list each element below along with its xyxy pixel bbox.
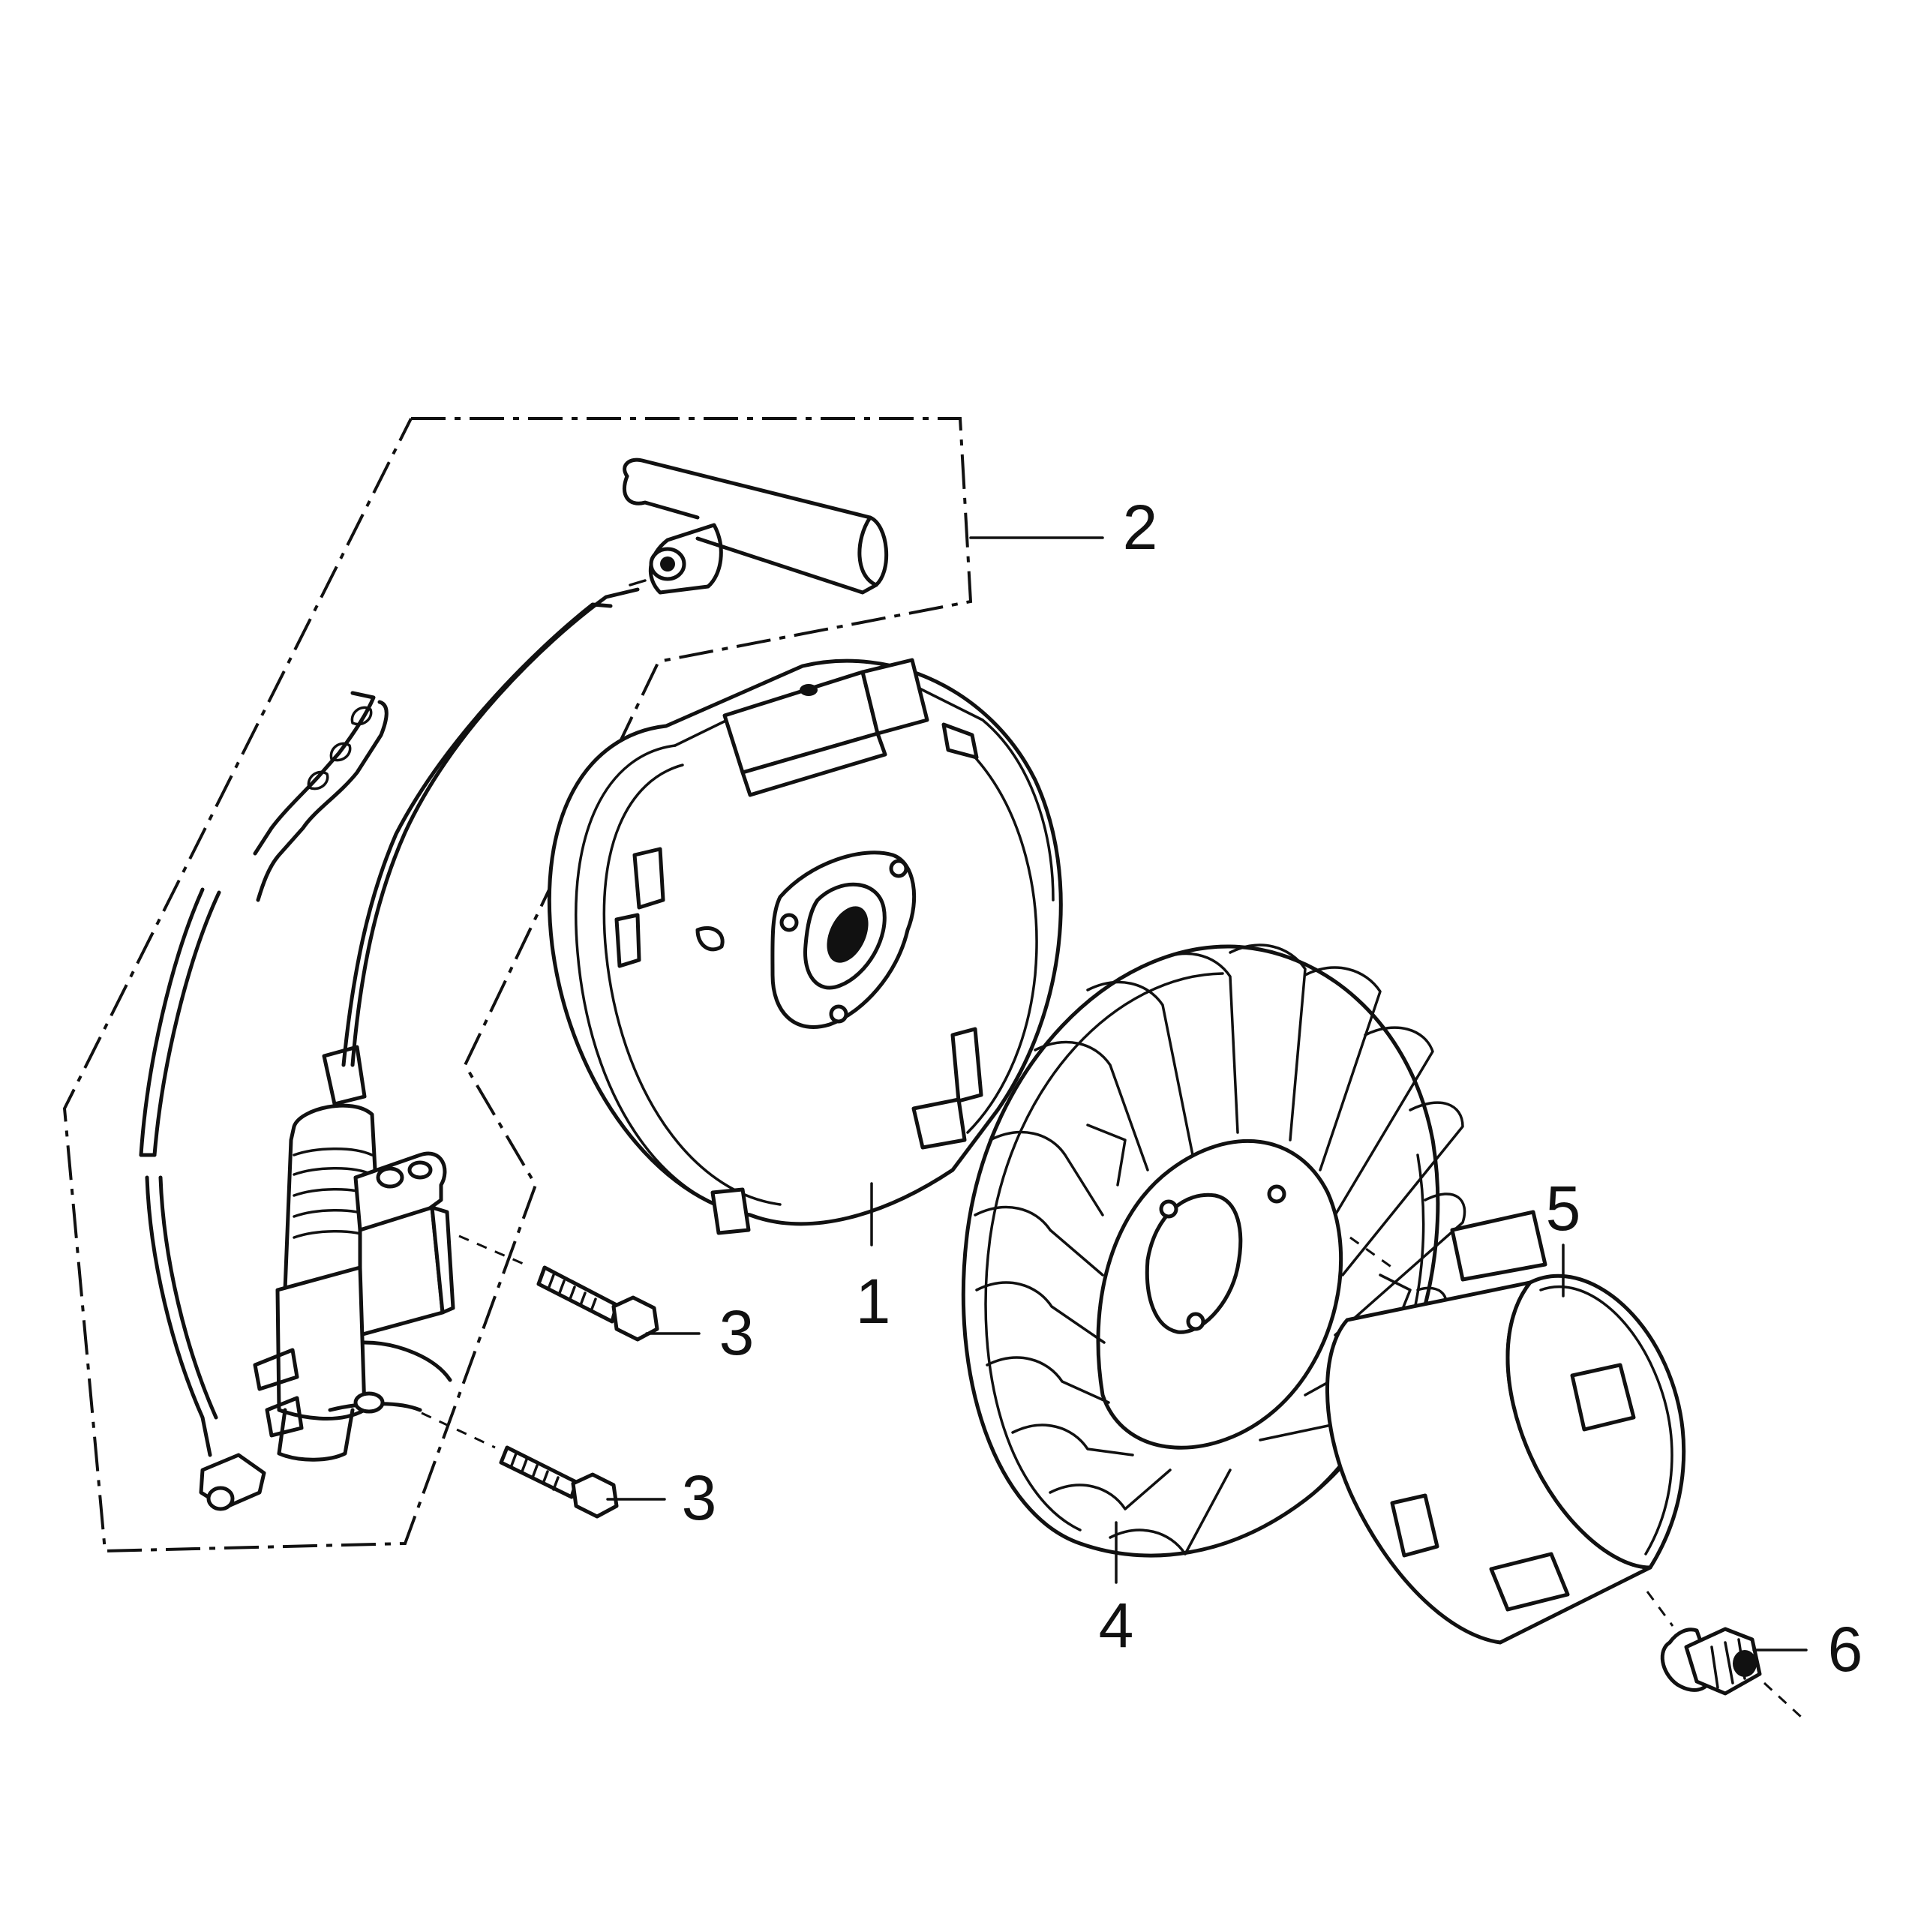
flywheel-nut xyxy=(1646,1591,1803,1719)
callout-3-upper: 3 xyxy=(719,1298,755,1368)
fan-flywheel xyxy=(961,944,1466,1558)
bolt-lower xyxy=(421,1412,619,1519)
bolt-upper xyxy=(458,1234,659,1342)
assembly-group-outline xyxy=(62,417,973,1553)
ground-wire xyxy=(139,691,389,1511)
flywheel-housing xyxy=(547,658,1063,1235)
ignition-coil xyxy=(253,1045,455,1462)
starter-cup xyxy=(1325,1210,1686,1645)
callout-1: 1 xyxy=(856,1266,891,1336)
callout-6: 6 xyxy=(1828,1614,1863,1684)
spark-plug-cap xyxy=(622,458,889,595)
callout-4: 4 xyxy=(1099,1590,1134,1660)
callout-5: 5 xyxy=(1546,1173,1581,1244)
high-tension-lead xyxy=(341,579,647,1067)
callout-2: 2 xyxy=(1123,492,1158,562)
callout-3-lower: 3 xyxy=(682,1462,717,1533)
